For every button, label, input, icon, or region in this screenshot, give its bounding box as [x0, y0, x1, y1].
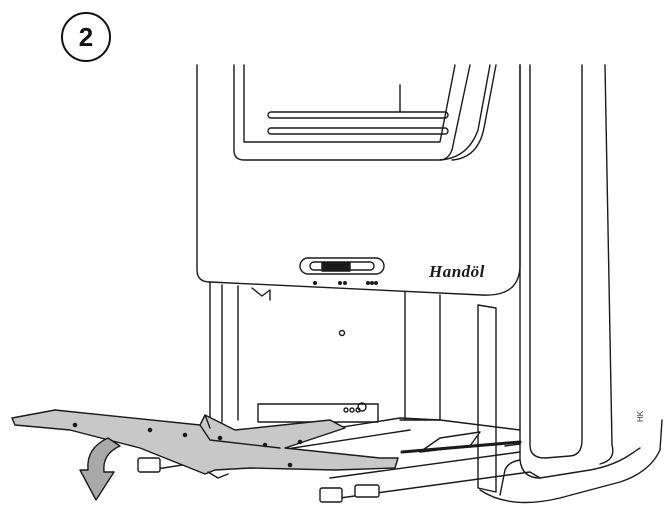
- front-post: [477, 304, 497, 493]
- door-window: [233, 64, 497, 161]
- brand-logo: Handöl: [429, 262, 485, 281]
- air-control-slider: [299, 257, 385, 286]
- bottom-plate: [11, 409, 399, 479]
- ash-compartment: [209, 281, 441, 431]
- stove-body: [196, 64, 663, 504]
- step-number: 2: [78, 21, 94, 52]
- artist-initials: HK: [636, 410, 645, 422]
- removal-arrow: [79, 437, 121, 501]
- step-number-badge: 2: [61, 12, 111, 62]
